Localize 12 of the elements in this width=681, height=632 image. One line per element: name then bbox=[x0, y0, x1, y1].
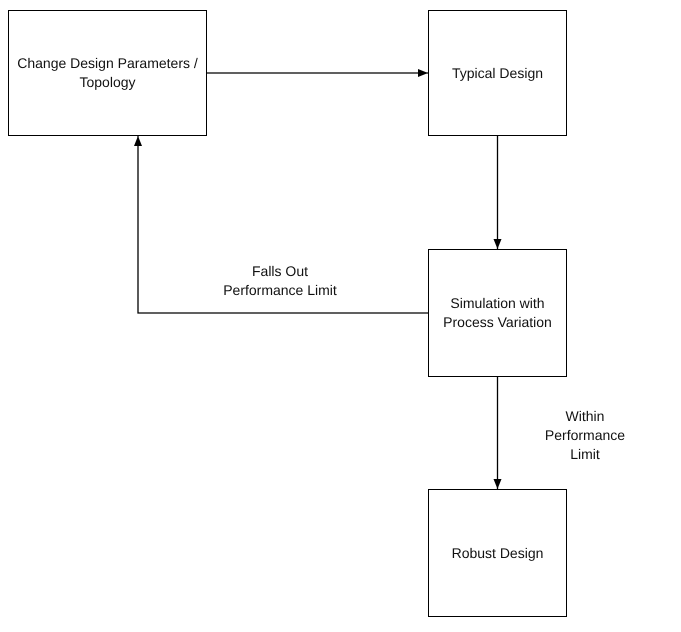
process-box bbox=[428, 489, 567, 617]
box-label: Simulation with Process Variation bbox=[442, 294, 553, 332]
process-box bbox=[428, 10, 567, 136]
box-label: Typical Design bbox=[450, 64, 544, 82]
arrow bbox=[207, 69, 428, 77]
arrow bbox=[134, 136, 428, 314]
box-label: Robust Design bbox=[450, 544, 544, 562]
box-label: Change Design Parameters / Topology bbox=[16, 54, 199, 92]
process-box bbox=[8, 10, 207, 136]
arrow bbox=[494, 377, 502, 489]
process-box bbox=[428, 249, 567, 377]
arrow bbox=[494, 136, 502, 249]
